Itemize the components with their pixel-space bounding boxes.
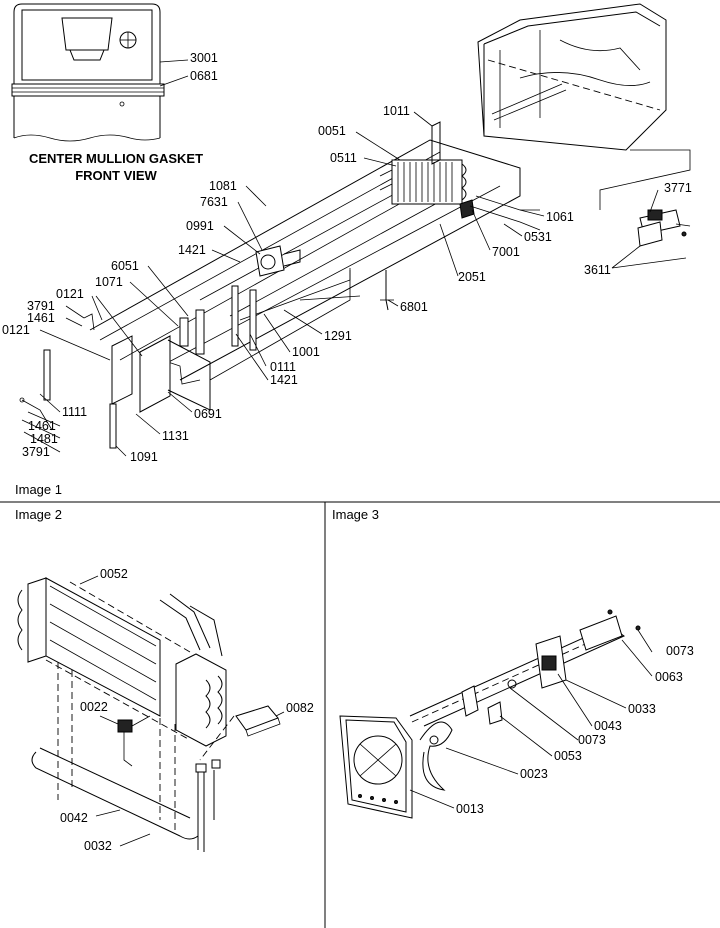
label-1421-upper: 1421 [178, 243, 206, 257]
image2-leaders [79, 575, 285, 847]
label-0023: 0023 [520, 767, 548, 781]
label-0531: 0531 [524, 230, 552, 244]
label-1421-lower: 1421 [270, 373, 298, 387]
mullion-gasket-inset [11, 3, 189, 142]
label-1111: 1111 [62, 405, 87, 419]
label-2051: 2051 [458, 270, 486, 284]
panel-dividers [0, 501, 720, 928]
label-1131: 1131 [162, 429, 189, 443]
label-3001: 3001 [190, 51, 218, 65]
label-1291: 1291 [324, 329, 352, 343]
label-1081: 1081 [209, 179, 237, 193]
label-0082: 0082 [286, 701, 314, 715]
label-6801: 6801 [400, 300, 428, 314]
label-0121-lower: 0121 [2, 323, 30, 337]
fan-motor-drawing [339, 609, 641, 819]
label-0042: 0042 [60, 811, 88, 825]
inset-caption-line2: FRONT VIEW [75, 168, 157, 183]
inset-caption-line1: CENTER MULLION GASKET [29, 151, 203, 166]
label-0073-right: 0073 [666, 644, 694, 658]
image1-leaders [21, 111, 687, 457]
panel-title-image3: Image 3 [332, 507, 379, 522]
label-0033: 0033 [628, 702, 656, 716]
label-3791-upper: 3791 [27, 299, 55, 313]
label-1461-upper: 1461 [27, 311, 55, 325]
label-0991: 0991 [186, 219, 214, 233]
label-6051: 6051 [111, 259, 139, 273]
label-3771: 3771 [664, 181, 692, 195]
label-0052: 0052 [100, 567, 128, 581]
label-0043: 0043 [594, 719, 622, 733]
label-0073-left: 0073 [578, 733, 606, 747]
label-0063: 0063 [655, 670, 683, 684]
label-0032: 0032 [84, 839, 112, 853]
label-0681: 0681 [190, 69, 218, 83]
label-0111: 0111 [270, 360, 296, 374]
label-7631: 7631 [200, 195, 228, 209]
label-0051: 0051 [318, 124, 346, 138]
label-0022: 0022 [80, 700, 108, 714]
exploded-liner-assembly [19, 3, 691, 449]
label-1061: 1061 [546, 210, 574, 224]
label-0053: 0053 [554, 749, 582, 763]
label-1481: 1481 [30, 432, 58, 446]
label-0121-upper: 0121 [56, 287, 84, 301]
label-1461-lower: 1461 [28, 419, 56, 433]
evaporator-coil-drawing [17, 577, 281, 852]
shroud-holes [358, 794, 398, 804]
label-1011: 1011 [383, 104, 410, 118]
label-1001: 1001 [292, 345, 320, 359]
label-3611: 3611 [584, 263, 611, 277]
image3-leaders [409, 629, 653, 809]
label-1071: 1071 [95, 275, 123, 289]
label-7001: 7001 [492, 245, 520, 259]
label-1091: 1091 [130, 450, 158, 464]
label-0013: 0013 [456, 802, 484, 816]
panel-title-image1: Image 1 [15, 482, 62, 497]
label-0511: 0511 [330, 151, 357, 165]
label-3791-lower: 3791 [22, 445, 50, 459]
label-0691: 0691 [194, 407, 222, 421]
panel-title-image2: Image 2 [15, 507, 62, 522]
